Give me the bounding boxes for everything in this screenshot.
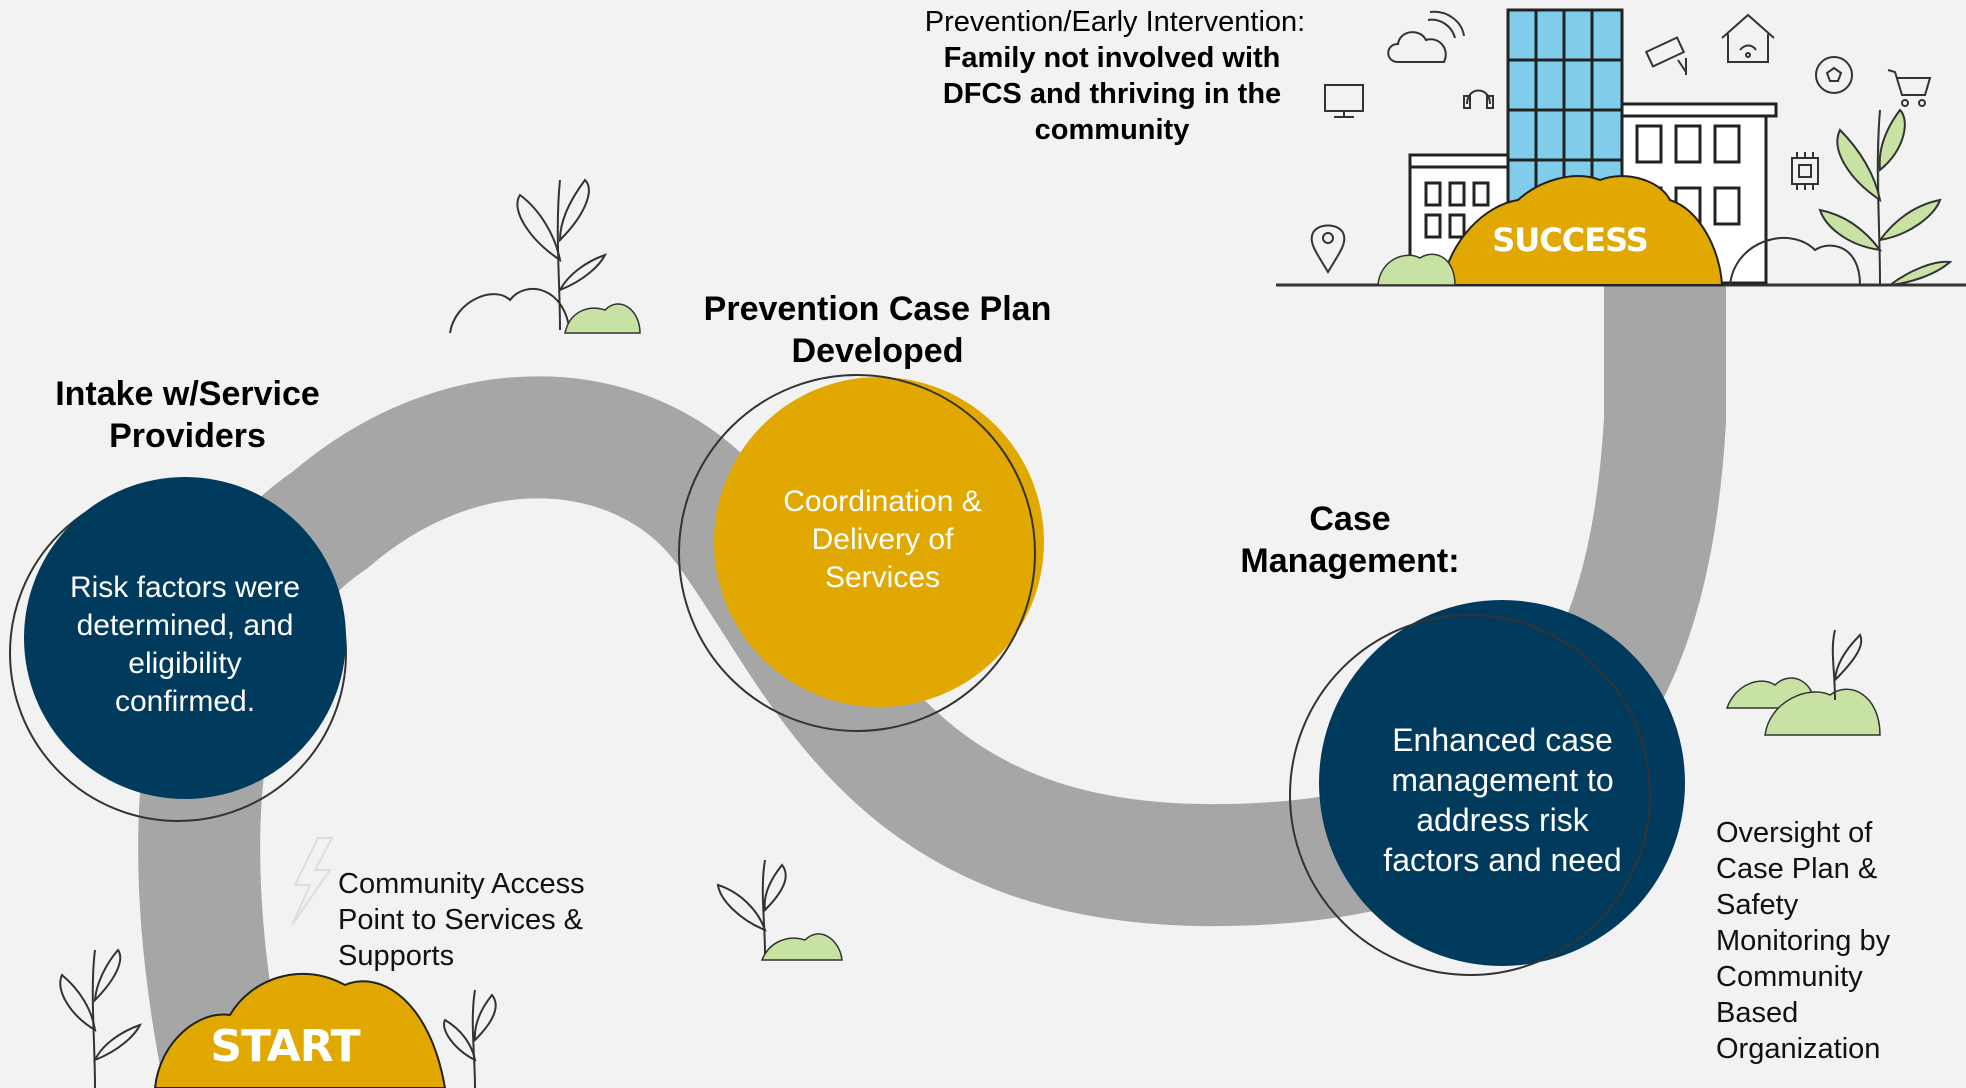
smart-home-icon (1721, 13, 1775, 63)
community-access-note: Community Access Point to Services & Sup… (338, 868, 585, 972)
case-management-circle-text: Enhanced case management to address risk… (1383, 722, 1622, 878)
cloud-outline (1729, 236, 1861, 286)
circle-outline (1289, 614, 1651, 976)
intake-circle-text: Risk factors were determined, and eligib… (69, 571, 301, 718)
circle-outline (678, 374, 1036, 732)
cloud-wifi-icon (1387, 10, 1465, 63)
soccer-ball-icon (1815, 56, 1853, 94)
goal-detail: Family not involved with DFCS and thrivi… (942, 42, 1282, 146)
oversight-note: Oversight of Case Plan & Safety Monitori… (1716, 817, 1891, 1065)
leaf-bush (760, 933, 843, 961)
leaf-bush (564, 303, 641, 334)
start-label: START (210, 1021, 360, 1072)
plant-icon (59, 948, 497, 1088)
coordination-circle (714, 377, 1044, 707)
step-title-intake: Intake w/Service Providers (55, 375, 320, 455)
leaf-bush (1764, 688, 1881, 736)
monitor-icon (1324, 84, 1364, 118)
location-pin-icon (1310, 224, 1346, 274)
security-camera-icon (1644, 36, 1687, 75)
lightning-icon (291, 837, 334, 926)
case-management-circle (1319, 600, 1685, 966)
start-cloud (153, 972, 447, 1088)
step-title-case-plan: Prevention Case Plan Developed (703, 290, 1052, 370)
cloud-outline (449, 287, 571, 334)
success-label: SUCCESS (1492, 221, 1649, 259)
plant-icon (516, 178, 607, 331)
coordination-circle-text: Coordination & Delivery of Services (783, 485, 982, 594)
step-title-case-management: Case Management: (1240, 500, 1460, 580)
shopping-cart-icon (1887, 69, 1932, 107)
plant-icon (1818, 108, 1953, 287)
microchip-icon (1791, 152, 1819, 190)
headphones-icon (1463, 89, 1494, 109)
goal-heading: Prevention/Early Intervention: (924, 6, 1306, 38)
leaf-bush (1377, 253, 1456, 286)
success-cloud (1440, 175, 1724, 286)
intake-circle (24, 477, 346, 799)
plant-icon (716, 859, 787, 956)
plant-icon (1831, 629, 1863, 701)
